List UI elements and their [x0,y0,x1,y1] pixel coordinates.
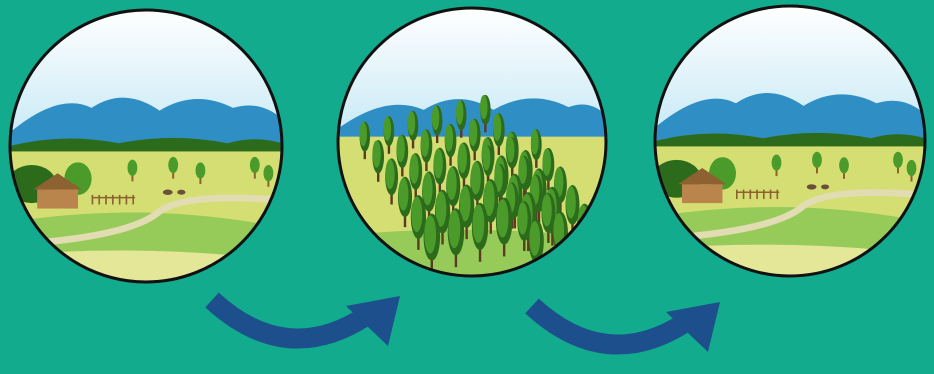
plantation-tree-highlight [408,111,416,135]
plantation-tree-highlight [397,135,405,162]
plantation-tree-highlight [385,159,394,189]
scene-original [7,10,282,282]
field-tree [907,160,917,176]
foreground-light [10,250,282,282]
field-tree [812,152,822,168]
fence-post [119,195,121,205]
plantation-tree-highlight [471,162,481,195]
field-tree [839,157,849,173]
scene-restored [652,6,925,276]
fence-post [132,195,134,205]
fence-post [777,190,779,199]
buffalo [821,184,829,189]
plantation-tree-highlight [529,221,540,256]
plantation-tree-highlight [473,205,485,243]
arrow-shaft [532,306,686,345]
field-tree [250,157,260,173]
plantation-tree-highlight [469,119,477,146]
plantation-tree-highlight [483,146,491,171]
fence-post [763,190,765,199]
plantation-tree-highlight [432,106,440,130]
plantation-tree-highlight [384,116,392,140]
plantation-tree-highlight [411,197,422,233]
plantation-tree-highlight [497,199,509,237]
field-tree [128,160,138,176]
plantation-tree-highlight [531,129,539,154]
arrow-1 [212,296,400,346]
fence-post [756,190,758,199]
arrow-shaft [212,300,366,339]
plantation-tree-highlight [543,148,551,176]
plantation-tree-highlight [566,186,576,218]
plantation-tree-highlight [518,202,528,234]
plantation-tree-highlight [445,124,453,151]
fence-post [126,195,128,205]
plantation-tree-highlight [434,148,443,178]
plantation-tree-highlight [456,100,464,124]
plantation-tree-highlight [480,95,488,119]
plantation-tree-highlight [372,140,380,167]
tree-trunk [583,225,585,257]
field-tree [196,162,206,178]
plantation-tree-highlight [422,173,432,206]
scene-plantation [338,8,606,276]
plantation-tree-highlight [359,122,367,146]
plantation-tree-highlight [542,194,552,226]
field-tree [893,152,903,168]
fence-post [105,195,107,205]
field-tree [772,155,782,171]
buffalo [177,190,185,195]
plantation-tree-highlight [448,210,460,248]
plantation-tree-highlight [507,137,515,162]
plantation-tree-highlight [424,215,436,253]
plantation-tree-highlight [410,154,419,184]
house-wall [682,184,723,203]
fence-post [750,190,752,199]
arrow-2 [532,302,720,352]
fence-post [743,190,745,199]
plantation-tree-highlight [421,130,429,157]
house-wall [37,190,78,209]
field-tree [168,157,178,173]
fence-post [98,195,100,205]
plantation-tree-highlight [447,167,457,200]
fence-post [112,195,114,205]
fence-post [736,190,738,199]
field-tree [264,165,274,181]
plantation-tree-highlight [493,114,501,141]
buffalo [807,184,817,189]
foreground-light [655,245,925,276]
plantation-tree-highlight [458,143,467,173]
fence-post [770,190,772,199]
buffalo [163,190,173,195]
fence-post [92,195,94,205]
plantation-tree-highlight [398,178,408,211]
